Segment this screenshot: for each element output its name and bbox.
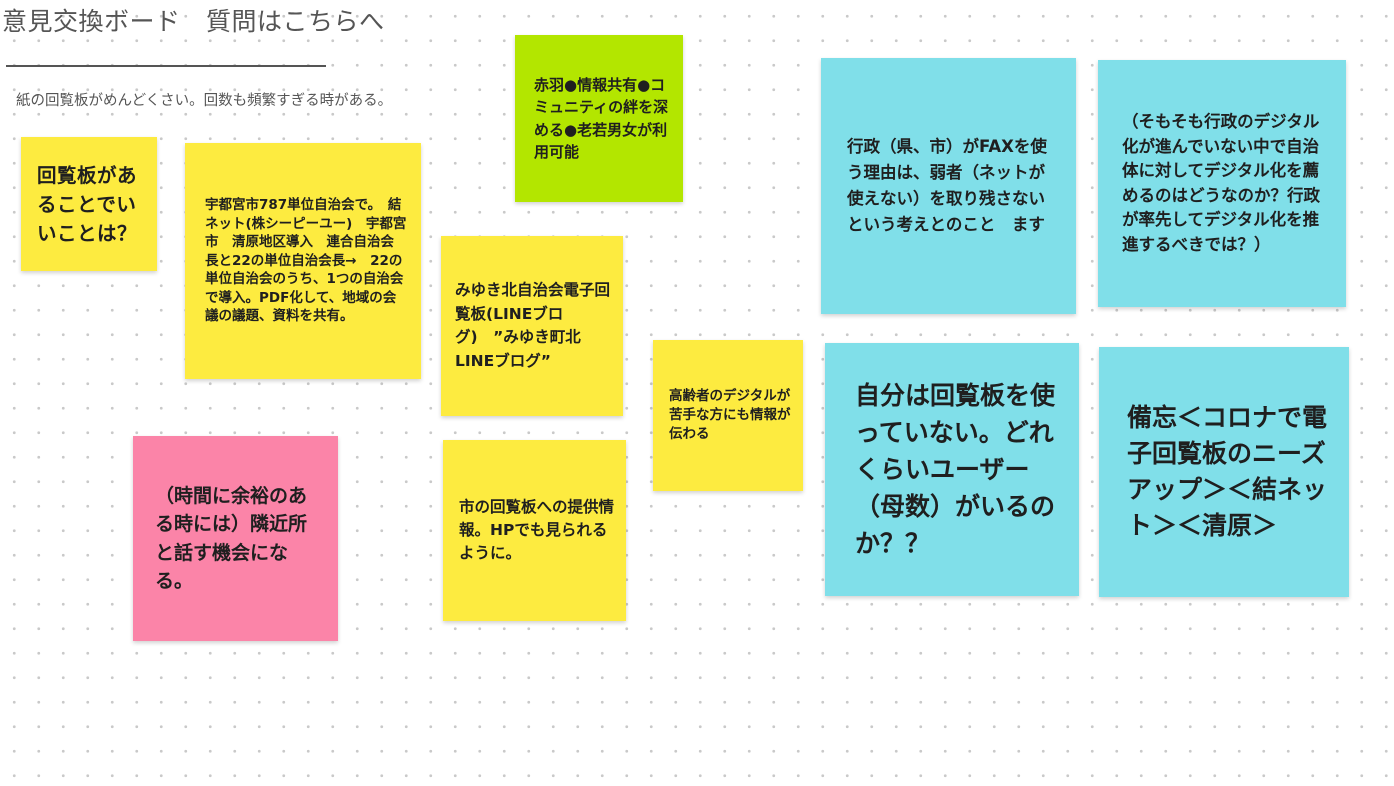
title-divider — [6, 65, 326, 67]
sticky-note-text: 回覧板があることでいいことは？ — [37, 163, 138, 245]
sticky-note[interactable]: 赤羽●情報共有●コミュニティの絆を深める●老若男女が利用可能 — [515, 35, 683, 202]
sticky-note-text: 高齢者のデジタルが苦手な方にも情報が伝わる — [669, 388, 791, 442]
sticky-note-text: 市の回覧板への提供情報。HPでも見られるように。 — [459, 498, 615, 562]
sticky-note[interactable]: 行政（県、市）がFAXを使う理由は、弱者（ネットが使えない）を取り残さないという… — [821, 58, 1076, 314]
sticky-note[interactable]: 備忘＜コロナで電子回覧板のニーズアップ＞＜結ネット＞＜清原＞ — [1099, 347, 1349, 597]
board-title: 意見交換ボード 質問はこちらへ — [2, 7, 385, 36]
sticky-note[interactable]: 自分は回覧板を使っていない。どれくらいユーザー（母数）がいるのか？？ — [825, 343, 1079, 596]
sticky-note[interactable]: （そもそも行政のデジタル化が進んでいない中で自治体に対してデジタル化を薦めるのは… — [1098, 60, 1346, 307]
sticky-note[interactable]: 回覧板があることでいいことは？ — [21, 137, 157, 271]
sticky-note-text: 行政（県、市）がFAXを使う理由は、弱者（ネットが使えない）を取り残さないという… — [847, 137, 1047, 234]
sticky-note-text: 宇都宮市787単位自治会で。 結ネット(株シーピーユー) 宇都宮市 清原地区導入… — [205, 197, 407, 325]
sticky-note[interactable]: 市の回覧板への提供情報。HPでも見られるように。 — [443, 440, 626, 621]
sticky-note[interactable]: 高齢者のデジタルが苦手な方にも情報が伝わる — [653, 340, 803, 491]
sticky-note[interactable]: 宇都宮市787単位自治会で。 結ネット(株シーピーユー) 宇都宮市 清原地区導入… — [185, 143, 421, 379]
sticky-note-text: （時間に余裕のある時には）隣近所と話す機会になる。 — [155, 484, 308, 593]
sticky-note-text: 赤羽●情報共有●コミュニティの絆を深める●老若男女が利用可能 — [534, 75, 669, 162]
sticky-note-text: （そもそも行政のデジタル化が進んでいない中で自治体に対してデジタル化を薦めるのは… — [1122, 112, 1320, 254]
sticky-note[interactable]: （時間に余裕のある時には）隣近所と話す機会になる。 — [133, 436, 338, 641]
sticky-note-text: 備忘＜コロナで電子回覧板のニーズアップ＞＜結ネット＞＜清原＞ — [1127, 403, 1328, 540]
board-note-text[interactable]: 紙の回覧板がめんどくさい。回数も頻繁すぎる時がある。 — [16, 93, 393, 109]
sticky-note-text: 自分は回覧板を使っていない。どれくらいユーザー（母数）がいるのか？？ — [855, 381, 1056, 558]
sticky-note-text: みゆき北自治会電子回覧板(LINEブログ) ”みゆき町北LINEブログ” — [455, 281, 611, 370]
sticky-note[interactable]: みゆき北自治会電子回覧板(LINEブログ) ”みゆき町北LINEブログ” — [441, 236, 623, 416]
